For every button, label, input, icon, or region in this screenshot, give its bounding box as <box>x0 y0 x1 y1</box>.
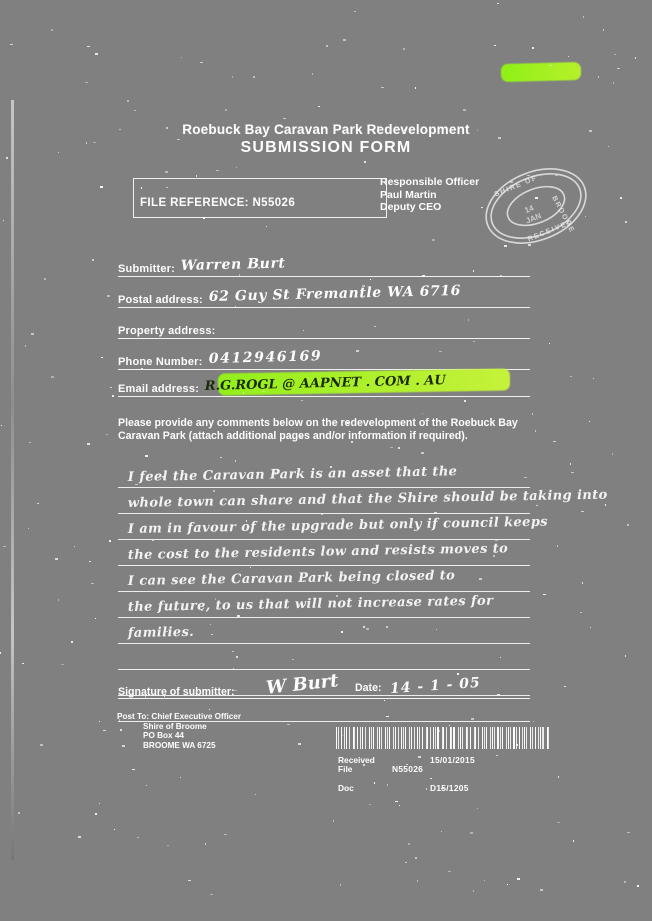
comment-text: the cost to the residents low and resist… <box>127 541 509 563</box>
doc-row: Doc D15/1205 <box>336 783 551 796</box>
post-to-line3: PO Box 44 <box>143 731 184 741</box>
field-submitter-value: Warren Burt <box>180 255 286 274</box>
field-email-address[interactable]: Email address:R.G.ROGL @ AAPNET . COM . … <box>118 368 530 397</box>
shire-of-broome-stamp-icon: SHIRE OF BROOME RECEIVED 14 JAN <box>480 152 592 260</box>
responsible-officer-label: Responsible Officer <box>380 176 480 188</box>
doc-label: Doc <box>338 783 354 793</box>
post-to-line4: BROOME WA 6725 <box>143 740 216 750</box>
file-row: File N55026 <box>336 764 551 777</box>
comment-rule <box>118 695 530 696</box>
comment-rule <box>118 669 530 670</box>
file-reference-text: FILE REFERENCE: N55026 <box>140 197 296 209</box>
post-to-line1: Post To: Chief Executive Officer <box>117 712 242 721</box>
received-value: 15/01/2015 <box>430 755 475 765</box>
scan-edge-artifact <box>11 100 14 860</box>
comment-rule <box>118 643 530 644</box>
field-postal-address-rule <box>118 307 530 308</box>
comment-line[interactable]: whole town can share and that the Shire … <box>118 488 608 514</box>
date-label: Date: <box>355 682 382 694</box>
comment-line[interactable]: families. <box>118 618 530 644</box>
comment-rule <box>118 565 530 566</box>
received-label: Received <box>338 755 375 765</box>
field-submitter-rule <box>118 276 530 277</box>
comment-line[interactable] <box>118 670 530 696</box>
field-phone-number-label: Phone Number: <box>118 356 203 368</box>
instruction-text: Please provide any comments below on the… <box>118 417 518 442</box>
highlighter-mark-top <box>500 61 582 83</box>
comment-rule <box>118 591 530 592</box>
field-postal-address-value: 62 Guy St Fremantle WA 6716 <box>208 282 462 305</box>
field-phone-number[interactable]: Phone Number: 0412946169 <box>118 348 530 370</box>
form-title-line1: Roebuck Bay Caravan Park Redevelopment <box>182 122 470 137</box>
comment-line[interactable]: the future, to us that will not increase… <box>118 592 530 618</box>
responsible-officer-title: Deputy CEO <box>380 201 442 213</box>
received-registration-stamp: Received 15/01/2015 File N55026 Doc D15/… <box>336 727 551 796</box>
svg-text:14: 14 <box>523 203 535 215</box>
field-phone-number-value: 0412946169 <box>208 348 322 367</box>
comment-line[interactable]: I can see the Caravan Park being closed … <box>118 566 530 592</box>
comment-rule <box>118 513 530 514</box>
responsible-officer-name: Paul Martin <box>380 188 437 201</box>
field-postal-address[interactable]: Postal address: 62 Guy St Fremantle WA 67… <box>118 283 530 308</box>
comment-text: the future, to us that will not increase… <box>127 593 494 615</box>
received-row: Received 15/01/2015 <box>336 755 551 768</box>
post-to-line2: Shire of Broome <box>143 721 207 731</box>
comment-line[interactable] <box>118 644 530 670</box>
file-label: File <box>338 764 353 774</box>
responsible-officer-block: Responsible Officer Paul Martin Deputy C… <box>380 176 479 214</box>
document-header: Roebuck Bay Caravan Park Redevelopment S… <box>0 122 652 157</box>
field-postal-address-label: Postal address: <box>118 294 203 306</box>
comment-text: I can see the Caravan Park being closed … <box>127 568 456 589</box>
field-property-address-rule <box>118 338 530 339</box>
comment-rule <box>118 617 530 618</box>
file-reference-box <box>133 178 387 218</box>
comment-text: I am in favour of the upgrade but only i… <box>127 514 549 537</box>
barcode-icon <box>336 727 551 749</box>
form-title-line2: SUBMISSION FORM <box>240 139 412 156</box>
comment-text: whole town can share and that the Shire … <box>127 487 608 511</box>
comment-text: I feel the Caravan Park is an asset that… <box>127 464 458 485</box>
field-phone-number-rule <box>118 369 530 370</box>
field-submitter[interactable]: Submitter: Warren Burt <box>118 255 530 277</box>
field-property-address[interactable]: Property address: <box>118 319 530 339</box>
field-submitter-label: Submitter: <box>118 263 175 275</box>
file-value: N55026 <box>392 764 424 774</box>
doc-value: D15/1205 <box>430 783 469 793</box>
field-email-address-rule <box>118 396 530 397</box>
comment-text: families. <box>127 624 195 641</box>
comment-rule <box>118 487 530 488</box>
signature-label: Signature of submitter: <box>118 686 235 698</box>
field-property-address-label: Property address: <box>118 325 216 337</box>
signature-row[interactable]: Signature of submitter: W Burt Date: 14 … <box>118 670 530 700</box>
comment-line[interactable] <box>118 696 530 722</box>
comment-line[interactable]: I feel the Caravan Park is an asset that… <box>118 462 530 488</box>
comment-rule <box>118 539 530 540</box>
comment-line[interactable]: I am in favour of the upgrade but only i… <box>118 514 548 540</box>
field-email-address-label: Email address: <box>118 383 200 395</box>
comment-rule <box>118 721 530 722</box>
post-to-block: Post To: Chief Executive Officer Shire o… <box>117 712 241 750</box>
comments-area[interactable]: I feel the Caravan Park is an asset that… <box>118 462 608 722</box>
comment-line[interactable]: the cost to the residents low and resist… <box>118 540 530 566</box>
signature-rule <box>118 698 530 699</box>
